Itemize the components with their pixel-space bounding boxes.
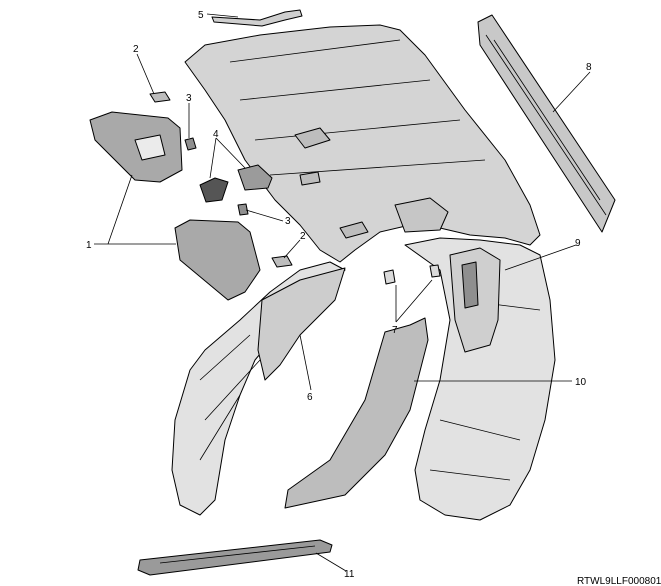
- callout-8: 8: [586, 62, 592, 73]
- callout-labels: 1 2 2 3 3 4 5 6 7 8 9 10 11: [86, 10, 592, 580]
- part-4-lamp-left: [199, 177, 229, 203]
- callout-11: 11: [344, 569, 355, 580]
- part-1-sun-visor-lower: [174, 219, 261, 301]
- callout-10: 10: [575, 377, 587, 388]
- callout-2-upper: 2: [133, 44, 139, 55]
- part-3-clip-upper: [184, 137, 197, 151]
- callout-1: 1: [86, 240, 92, 251]
- part-3-clip-lower: [237, 203, 249, 216]
- callout-7: 7: [392, 325, 398, 336]
- part-11-scuff-plate: [137, 539, 333, 576]
- part-1-sun-visor-upper: [89, 111, 183, 183]
- callout-4: 4: [213, 129, 219, 140]
- part-8-rear-trim: [477, 14, 616, 233]
- part-6-pillar-garnish: [257, 267, 346, 381]
- body-frame: [171, 237, 556, 521]
- headliner-panel: [184, 24, 541, 263]
- callout-3-lower: 3: [285, 216, 291, 227]
- part-5-assist-grip: [211, 9, 303, 27]
- callout-2-lower: 2: [300, 231, 306, 242]
- callout-3-upper: 3: [186, 93, 192, 104]
- figure-code: RTWL9LLF000801: [577, 576, 661, 586]
- callout-6: 6: [307, 392, 313, 403]
- callout-9: 9: [575, 238, 581, 249]
- part-7-clip-right: [429, 264, 441, 278]
- callout-5: 5: [198, 10, 204, 21]
- part-7-clip-left: [383, 269, 396, 285]
- part-2-visor-holder-upper: [149, 91, 171, 103]
- part-9-pillar-upper-trim: [449, 247, 501, 353]
- part-10-pillar-lower-trim: [284, 317, 429, 509]
- leader-lines: [94, 13, 591, 572]
- part-2-visor-holder-lower: [271, 255, 293, 268]
- part-4-lamp-right: [237, 164, 273, 191]
